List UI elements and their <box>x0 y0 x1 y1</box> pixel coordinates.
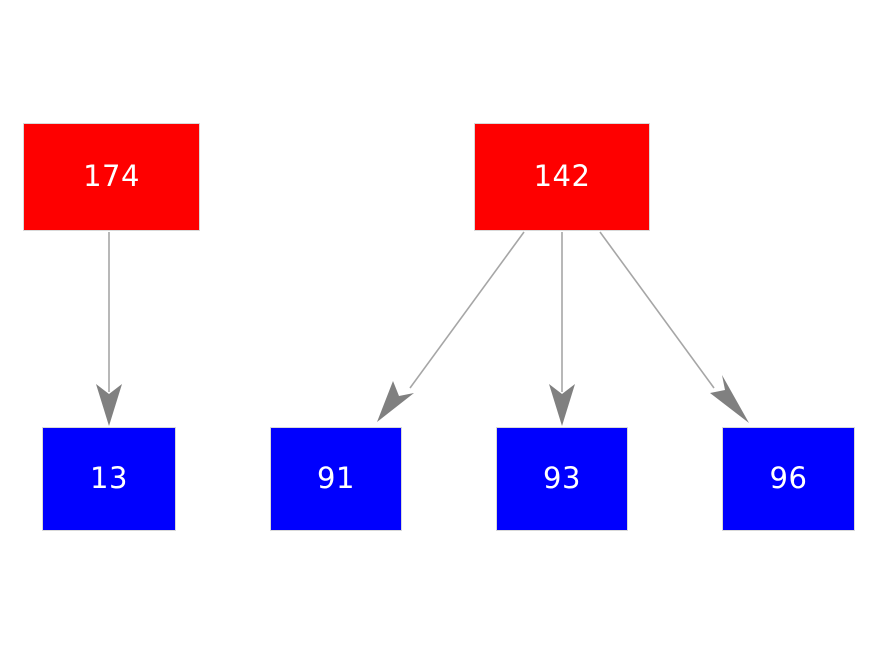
node-label: 174 <box>83 158 140 193</box>
node-91[interactable]: 91 <box>270 427 402 531</box>
edge-arrowhead <box>549 384 575 426</box>
edge-line <box>409 231 525 389</box>
node-96[interactable]: 96 <box>722 427 855 531</box>
node-label: 13 <box>90 460 128 495</box>
node-label: 142 <box>533 158 591 193</box>
edge-arrowhead <box>377 381 414 422</box>
node-142[interactable]: 142 <box>474 123 650 231</box>
node-label: 96 <box>769 460 808 495</box>
edge-142-to-91 <box>377 231 525 422</box>
edge-142-to-93 <box>549 232 575 426</box>
edge-142-to-96 <box>599 231 749 423</box>
edge-arrowhead <box>710 375 749 423</box>
node-93[interactable]: 93 <box>496 427 628 531</box>
edge-line <box>599 231 715 389</box>
node-174[interactable]: 174 <box>23 123 200 231</box>
edge-arrowhead <box>96 384 122 426</box>
edge-174-to-13 <box>96 232 122 426</box>
node-label: 93 <box>543 460 581 495</box>
node-13[interactable]: 13 <box>42 427 176 531</box>
node-label: 91 <box>317 460 355 495</box>
